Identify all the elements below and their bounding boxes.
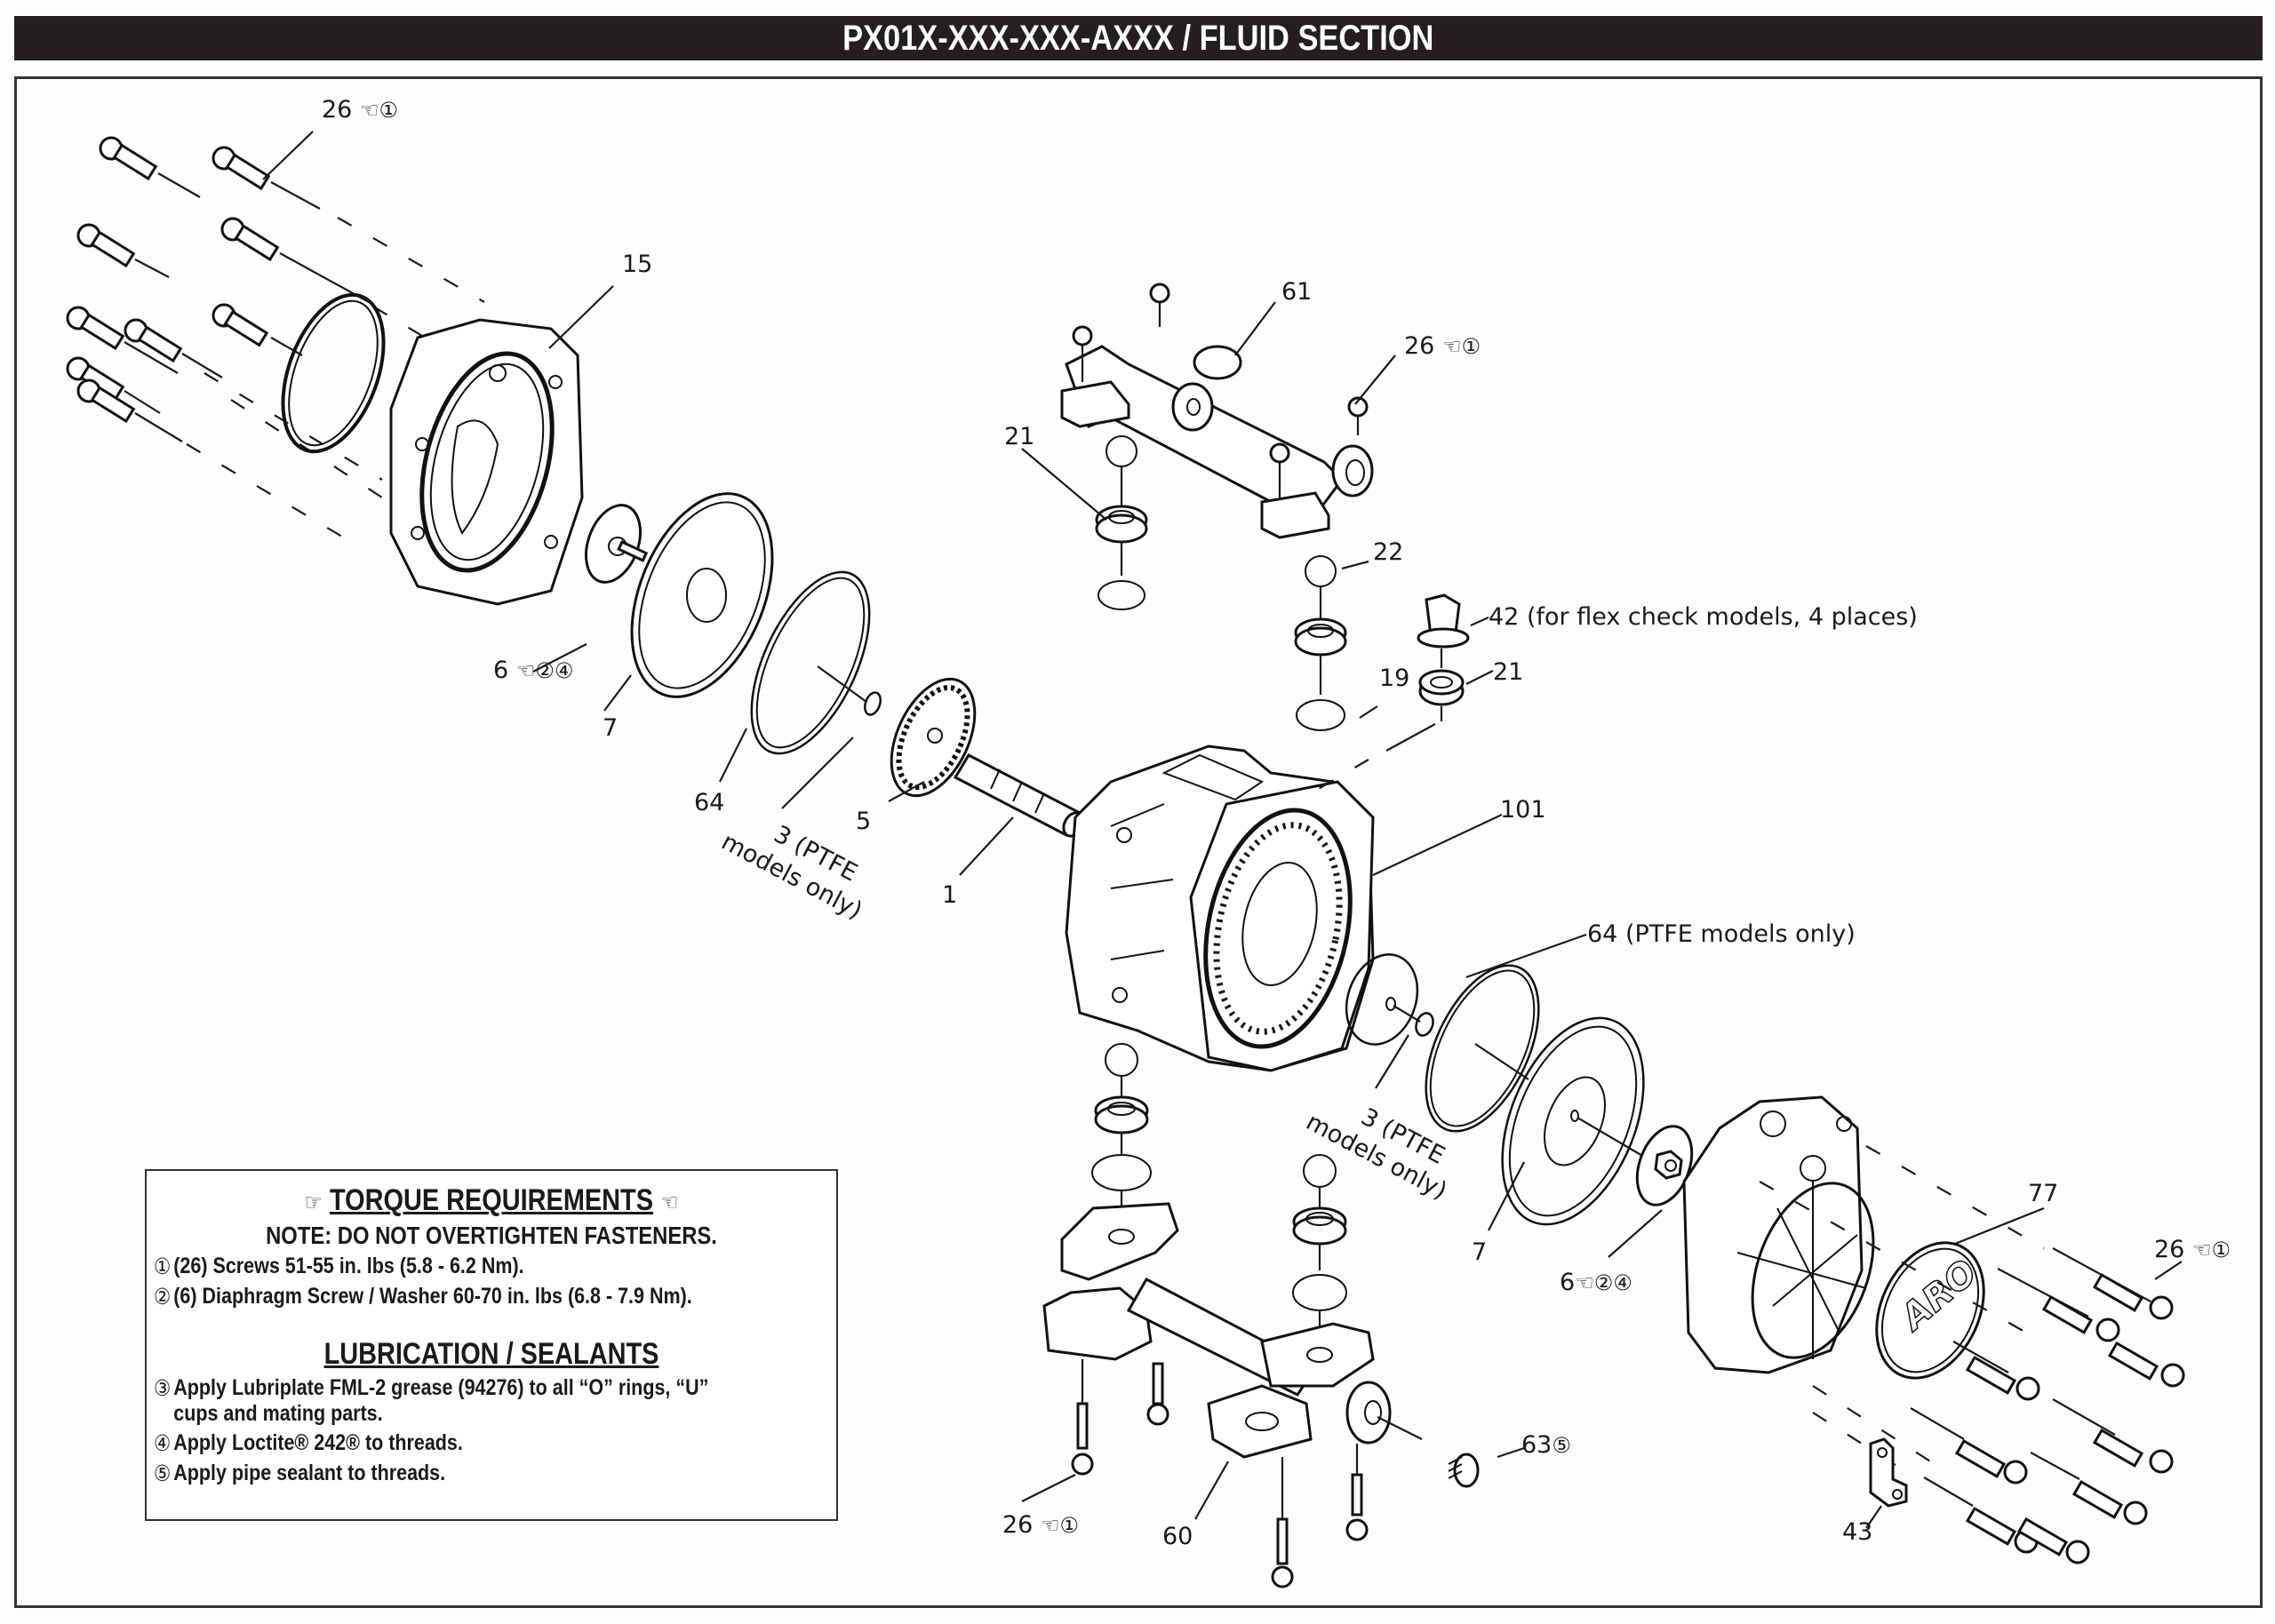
- top-manifold-bolts: [1072, 283, 1369, 498]
- torque-lubrication-notes: ☞TORQUE REQUIREMENTS☜ NOTE: DO NOT OVERT…: [145, 1169, 838, 1521]
- screw: [1954, 1438, 2028, 1485]
- part-43-bracket: [1869, 1437, 1908, 1508]
- callout-43: 43: [1842, 1518, 1872, 1546]
- flex-check-valve: [1314, 593, 1470, 792]
- callout-21-top: 21: [1004, 423, 1034, 450]
- check-valve-top-left: [1095, 435, 1148, 610]
- screw: [2092, 1428, 2174, 1474]
- part-63-pipe-plug: [1448, 1453, 1480, 1488]
- callout-1: 1: [942, 881, 957, 909]
- callout-61: 61: [1281, 278, 1312, 306]
- left-screws: [66, 136, 485, 543]
- section-title: PX01X-XXX-XXX-AXXX / FLUID SECTION: [842, 18, 1434, 58]
- part-64-backup-diaphragm-left: [750, 570, 871, 755]
- leader-lines: [262, 131, 2183, 1529]
- part-5-inner-plate: [890, 677, 977, 798]
- screw: [66, 306, 179, 374]
- torque-item: ②(6) Diaphragm Screw / Washer 60-70 in. …: [154, 1284, 692, 1310]
- part-101-center-body: [1065, 744, 1375, 1072]
- screw: [2107, 1341, 2185, 1388]
- part-6-diaphragm-plate-left: [585, 504, 649, 584]
- lubrication-heading: LUBRICATION / SEALANTS: [323, 1337, 659, 1371]
- part-6-diaphragm-plate-right: [1635, 1125, 1694, 1206]
- part-7-diaphragm-left: [630, 492, 774, 698]
- right-screws: [1759, 1145, 2185, 1564]
- part-15-outer-fluid-cap-left: [389, 318, 584, 606]
- screw: [2041, 1294, 2120, 1342]
- callout-6-right: 6☜②④: [1560, 1269, 1632, 1296]
- check-valve-bottom-right: [1292, 1154, 1347, 1350]
- screw: [1965, 1355, 2040, 1401]
- torque-item: ①(26) Screws 51-55 in. lbs (5.8 - 6.2 Nm…: [154, 1254, 524, 1279]
- part-outer-fluid-cap-right: [1682, 1095, 1875, 1374]
- callout-60: 60: [1162, 1523, 1193, 1550]
- check-valve-middle: [1294, 555, 1347, 731]
- part-64-backup-diaphragm-right: [1425, 964, 1540, 1133]
- check-valve-bottom-left: [1091, 1043, 1152, 1228]
- callout-63: 63⑤: [1521, 1431, 1571, 1459]
- screw: [76, 223, 170, 278]
- part-3-oring-left: [864, 691, 882, 716]
- callout-42: 42 (for flex check models, 4 places): [1489, 603, 1918, 631]
- callout-64-right: 64 (PTFE models only): [1587, 920, 1856, 948]
- callout-21-right: 21: [1493, 658, 1523, 686]
- callout-3-right: 3 (PTFE models only): [1302, 1103, 1452, 1206]
- part-oring-left: [281, 292, 386, 454]
- screw: [2092, 1272, 2174, 1320]
- part-60-bottom-manifold: [1042, 1202, 1423, 1459]
- part-3-plate-right: [1345, 953, 1434, 1046]
- torque-heading: ☞TORQUE REQUIREMENTS☜: [304, 1183, 679, 1217]
- callout-101: 101: [1500, 796, 1546, 824]
- callout-22: 22: [1373, 538, 1403, 566]
- torque-warning-note: NOTE: DO NOT OVERTIGHTEN FASTENERS.: [266, 1222, 717, 1249]
- callout-15: 15: [622, 251, 652, 278]
- screw: [212, 303, 303, 356]
- callout-7-left: 7: [603, 714, 618, 742]
- screw: [2071, 1479, 2148, 1525]
- bottom-manifold-bolts: [1071, 1359, 1369, 1588]
- screw: [220, 217, 370, 303]
- callout-64-left: 64: [694, 789, 724, 816]
- pointing-hand-icon: ☞: [304, 1189, 323, 1215]
- part-1-shaft: [953, 753, 1085, 838]
- callout-19: 19: [1379, 665, 1409, 692]
- pointing-hand-icon: ☜: [660, 1189, 679, 1215]
- callout-26-top-left: 26 ☜①: [322, 96, 398, 123]
- callout-26-top-manifold: 26 ☜①: [1404, 332, 1481, 360]
- callout-6-left: 6 ☜②④: [493, 657, 573, 684]
- part-7-diaphragm-right: [1501, 1016, 1649, 1226]
- callout-26-bottom: 26 ☜①: [1002, 1511, 1079, 1539]
- screw: [124, 318, 223, 378]
- callout-77: 77: [2028, 1180, 2058, 1207]
- screw: [76, 378, 183, 442]
- callout-5: 5: [856, 808, 871, 835]
- part-61-top-manifold: [1060, 345, 1374, 539]
- screw: [2016, 1517, 2090, 1564]
- callout-7-right: 7: [1472, 1238, 1487, 1266]
- screw: [212, 146, 321, 210]
- screw: [99, 136, 201, 198]
- section-title-bar: PX01X-XXX-XXX-AXXX / FLUID SECTION: [14, 16, 2263, 60]
- callout-26-right: 26 ☜①: [2154, 1236, 2231, 1263]
